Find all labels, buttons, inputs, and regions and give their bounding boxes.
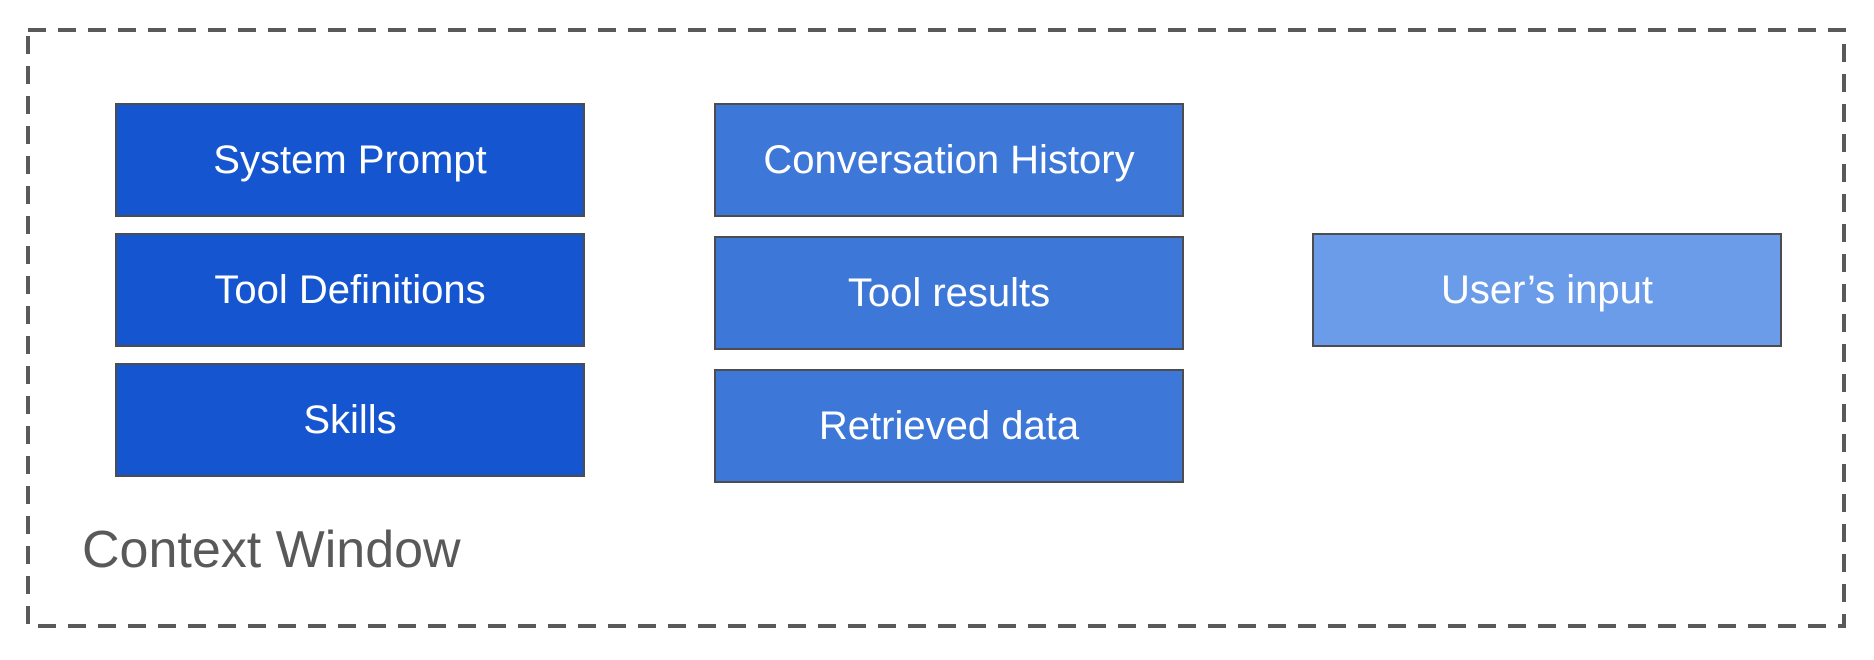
conversation-history-box: Conversation History (714, 103, 1184, 217)
conversation-history-label: Conversation History (763, 137, 1135, 182)
context-window-label: Context Window (82, 521, 461, 579)
skills-label: Skills (303, 397, 397, 442)
tool-definitions-box: Tool Definitions (115, 233, 585, 347)
retrieved-data-box: Retrieved data (714, 369, 1184, 483)
tool-results-box: Tool results (714, 236, 1184, 350)
users-input-box: User’s input (1312, 233, 1782, 347)
users-input-label: User’s input (1441, 267, 1653, 312)
system-prompt-box: System Prompt (115, 103, 585, 217)
system-prompt-label: System Prompt (213, 137, 487, 182)
tool-results-label: Tool results (847, 270, 1051, 315)
dashed-border (26, 28, 1846, 628)
skills-box: Skills (115, 363, 585, 477)
retrieved-data-label: Retrieved data (818, 403, 1080, 448)
context-window-frame (26, 28, 1846, 628)
tool-definitions-label: Tool Definitions (214, 267, 486, 312)
